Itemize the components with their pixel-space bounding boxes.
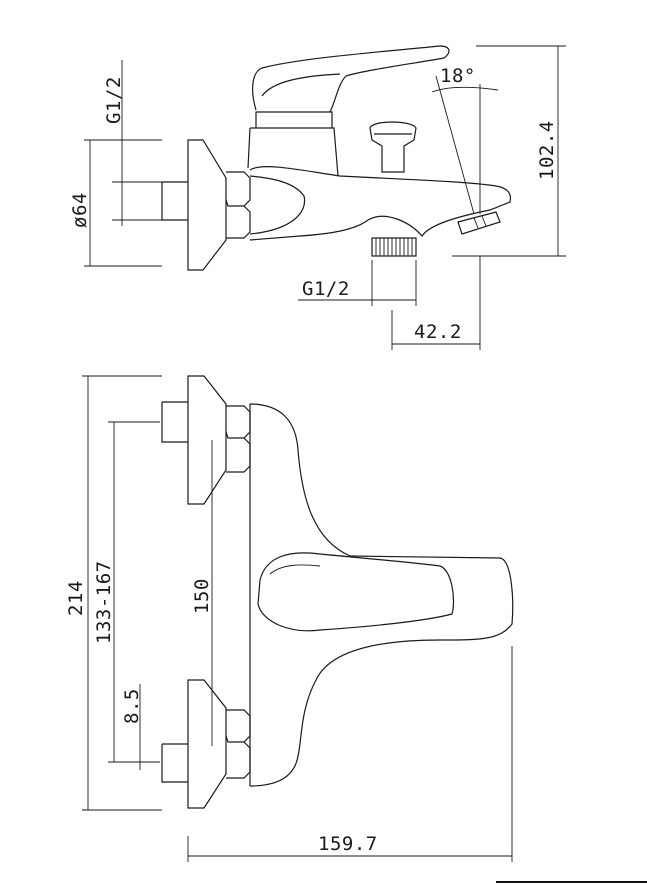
dim-angle-arc xyxy=(431,86,499,93)
side-cartridge xyxy=(247,111,339,177)
side-inlet-pipe xyxy=(161,181,188,221)
side-hex-nut xyxy=(225,171,251,239)
dim-overall-height-label: 214 xyxy=(65,580,87,616)
side-aerator xyxy=(457,211,501,235)
dim-center-range-label: 133-167 xyxy=(93,560,115,644)
side-lever-edge xyxy=(261,73,341,97)
front-lever-highlight xyxy=(269,564,321,575)
side-lever xyxy=(252,45,450,113)
side-outlet-thread xyxy=(371,237,417,257)
side-aerator-slots xyxy=(473,215,487,229)
side-view: G1/2 ø64 102.4 18° G1/2 42.2 xyxy=(69,45,566,350)
front-upper-hex xyxy=(225,405,251,473)
dim-dia-label: ø64 xyxy=(69,192,91,228)
front-lever xyxy=(257,552,455,632)
dim-center-label: 150 xyxy=(191,578,213,614)
side-flange xyxy=(187,139,227,271)
front-lower-hex xyxy=(225,709,251,779)
dim-offset-label: 42.2 xyxy=(414,321,462,343)
dim-eccentric-label: 8.5 xyxy=(121,688,143,724)
dim-height-label: 102.4 xyxy=(536,120,558,180)
front-lower-flange xyxy=(187,679,227,809)
dim-angle-line xyxy=(435,75,475,215)
dim-angle-label: 18° xyxy=(440,65,476,87)
front-upper-flange xyxy=(187,375,227,505)
front-upper-inlet xyxy=(161,401,188,443)
front-lower-inlet xyxy=(161,743,188,783)
front-view: 214 133-167 150 8.5 159.7 xyxy=(65,375,514,862)
side-body xyxy=(249,166,512,241)
side-diverter-knob xyxy=(369,121,417,173)
dim-overall-width-label: 159.7 xyxy=(318,833,378,855)
dim-g12-outlet-label: G1/2 xyxy=(302,278,350,300)
front-body xyxy=(249,403,514,787)
side-outlet-thread-lines xyxy=(375,238,413,256)
dim-g12-inlet-label: G1/2 xyxy=(103,76,125,124)
side-body-shadow xyxy=(249,175,306,235)
